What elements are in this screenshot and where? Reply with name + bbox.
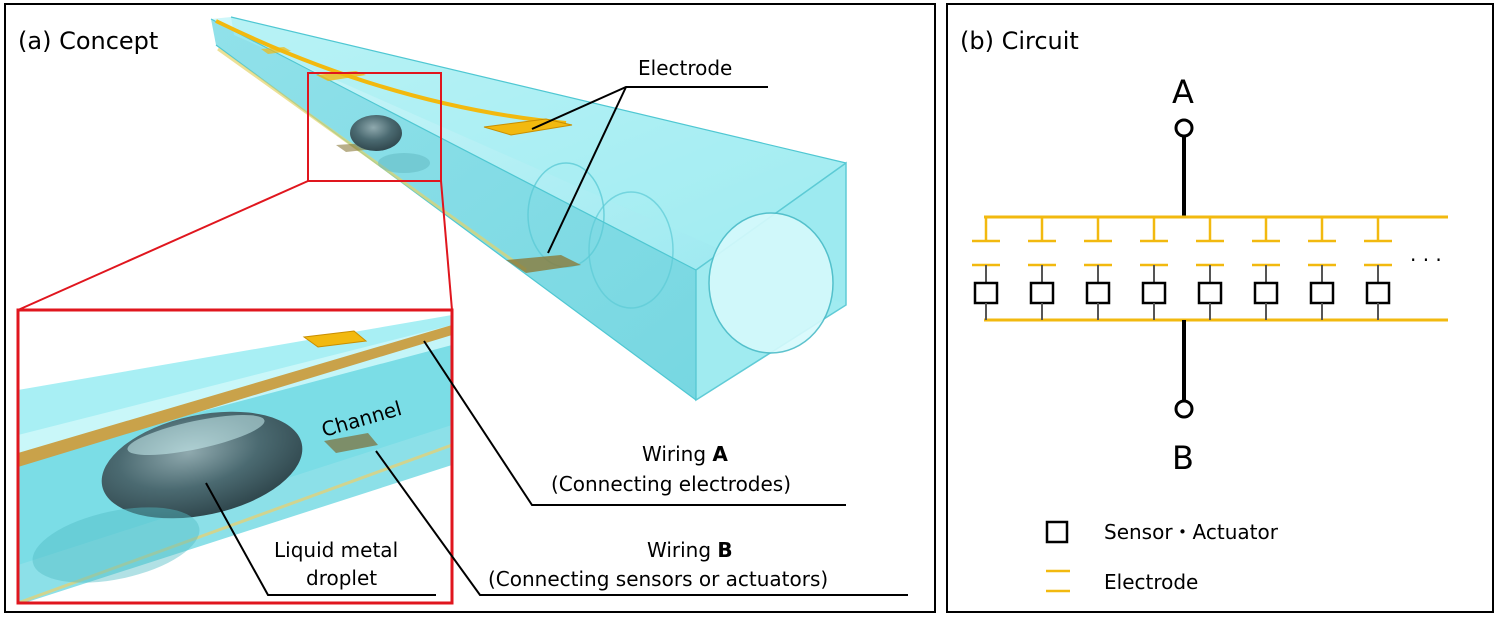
- sensor-actuator-box: [973, 281, 999, 305]
- sensor-actuator-box: [1309, 281, 1335, 305]
- zoom-box-large: [16, 308, 454, 605]
- legend-electrode-label: Electrode: [1104, 570, 1198, 594]
- legend-sensor-label: Sensor・Actuator: [1104, 520, 1279, 544]
- zoom-box-small: [307, 72, 442, 182]
- sensor-actuator-box: [1365, 281, 1391, 305]
- zoom-line-right: [440, 180, 453, 311]
- sensor-actuator-box: [1141, 281, 1167, 305]
- sensor-actuator-box: [1253, 281, 1279, 305]
- droplet-label-line2: droplet: [306, 566, 377, 590]
- wiring-b-word: Wiring: [647, 538, 711, 562]
- panel-b-label: (b) Circuit: [960, 27, 1079, 55]
- zoom-inset: [16, 308, 454, 605]
- svg-text:Wiring A: Wiring A: [642, 442, 728, 466]
- leader-lines: [205, 86, 908, 596]
- wiring-a-letter: A: [712, 442, 728, 466]
- wiring-a-desc: (Connecting electrodes): [551, 472, 791, 496]
- circuit-panel: (b) Circuit A · · · B Sensor・Actuator El…: [946, 3, 1494, 613]
- droplet-small: [350, 115, 402, 151]
- electrode-label: Electrode: [638, 56, 732, 80]
- legend-sensor-icon: [1045, 520, 1069, 544]
- zoom-line-left: [17, 180, 309, 311]
- wiring-b-desc: (Connecting sensors or actuators): [488, 567, 828, 591]
- terminal-a-label: A: [1172, 73, 1194, 111]
- droplet-label-line1: Liquid metal: [274, 538, 398, 562]
- wiring-a-word: Wiring: [642, 442, 706, 466]
- terminal-b-node: [1174, 399, 1194, 419]
- ellipsis: · · ·: [1410, 248, 1442, 272]
- sensor-actuator-box: [1197, 281, 1223, 305]
- concept-illustration: (a) Concept Electrode Channel Wiring A (…: [16, 16, 908, 605]
- terminal-a-node: [1174, 118, 1194, 138]
- concept-panel: (a) Concept Electrode Channel Wiring A (…: [4, 3, 936, 613]
- circuit-diagram: (b) Circuit A · · · B Sensor・Actuator El…: [960, 27, 1448, 594]
- terminal-b-label: B: [1172, 439, 1194, 477]
- panel-a-label: (a) Concept: [18, 27, 158, 55]
- sensor-actuator-box: [1085, 281, 1111, 305]
- electrode-bottom: [506, 255, 581, 273]
- wiring-b-letter: B: [717, 538, 732, 562]
- svg-text:Wiring B: Wiring B: [647, 538, 733, 562]
- sensor-actuator-box: [1029, 281, 1055, 305]
- wiring-a-rail: [215, 19, 573, 136]
- sensor-units: [972, 217, 1392, 320]
